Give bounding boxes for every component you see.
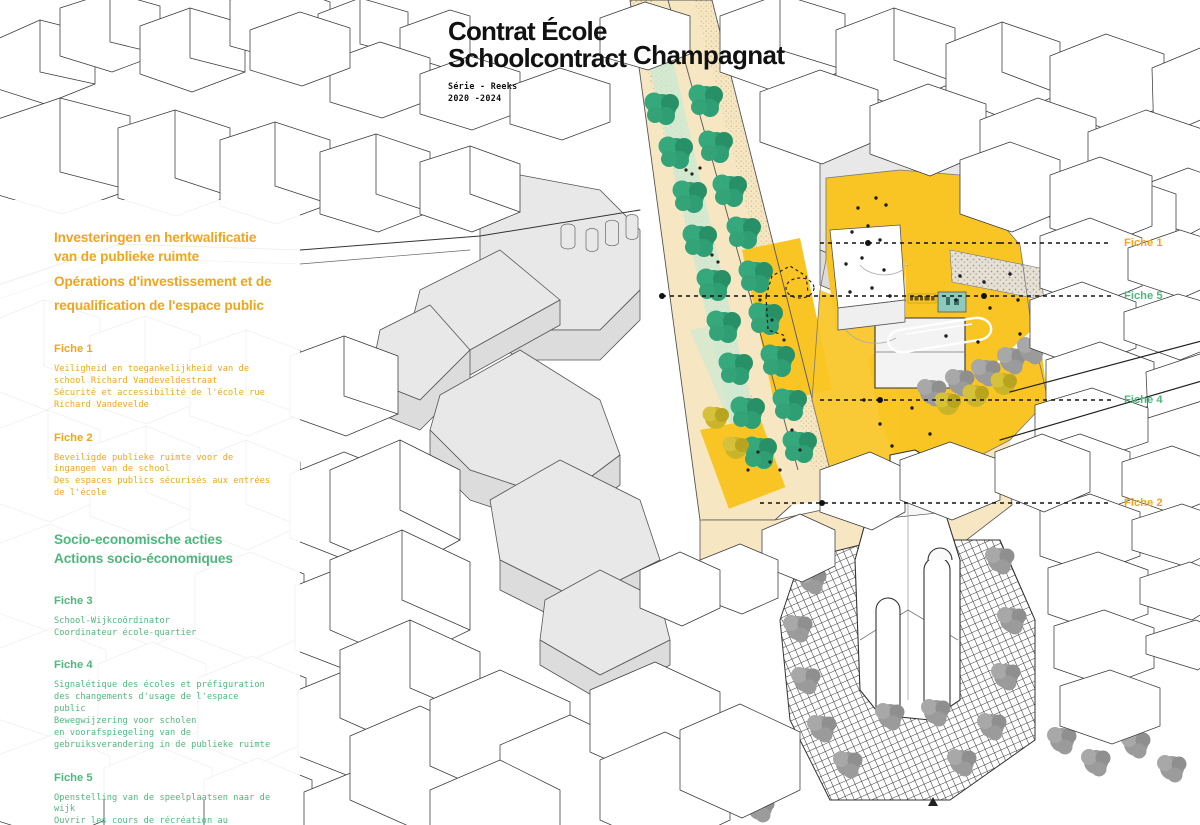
legend-section-investments: Investeringen en herkwalificatie van de … [54,228,284,500]
section-divider-space [54,500,284,530]
series-subtitle: Série - Reeks 2020 -2024 [448,81,626,105]
desc-line: Veiligheid en toegankelijkheid van de [54,364,250,375]
desc-line: wijk [54,804,76,815]
contract-title-line-2: Schoolcontract [448,43,627,74]
desc-line: des changements d'usage de l'espace [54,692,239,703]
legend-entry-fiche-1: Fiche 1 Veiligheid en toegankelijkheid v… [54,343,284,411]
desc-line: school Richard Vandeveldestraat [54,376,218,387]
fiche-2-description: Beveiligde publieke ruimte voor de ingan… [54,453,284,500]
desc-line: Sécurité et accessibilité de l'école rue [54,387,265,398]
heading-line: van de publieke ruimte [54,249,200,265]
contract-title: Contrat École Schoolcontract [448,16,627,74]
heading-line: Socio-economische acties [54,532,223,548]
fiche-2-title: Fiche 2 [54,431,93,444]
legend-sidebar: Investeringen en herkwalificatie van de … [0,200,300,825]
legend-section-socio: Socio-economische acties Actions socio-é… [54,530,284,825]
desc-line: Richard Vandevelde [54,399,149,410]
fiche-1-description: Veiligheid en toegankelijkheid van de sc… [54,364,284,411]
desc-line: Signalétique des écoles et préfiguration [54,680,265,691]
desc-line: public [54,704,86,715]
fiche-3-description: School-Wijkcoördinator Coordinateur écol… [54,616,284,640]
desc-line: Beveiligde publieke ruimte voor de [54,452,234,463]
fiche-4-description: Signalétique des écoles et préfiguration… [54,680,284,751]
desc-line: School-Wijkcoördinator [54,615,171,626]
section-heading-investments: Investeringen en herkwalificatie van de … [54,228,284,315]
series-years: 2020 -2024 [448,92,502,103]
fiche-5-title: Fiche 5 [54,771,93,784]
heading-line: Investeringen en herkwalificatie [54,230,257,245]
heading-line: Opérations d'investissement et de [54,273,272,289]
legend-entry-fiche-4: Fiche 4 Signalétique des écoles et préfi… [54,659,284,751]
legend-entry-fiche-5: Fiche 5 Openstelling van de speelplaatse… [54,772,284,825]
site-name-title: Champagnat [633,40,785,70]
map-callout-fiche-4: Fiche 4 [1124,394,1163,406]
fiche-4-title: Fiche 4 [54,659,93,672]
desc-line: en voorafspiegeling van de [54,727,192,738]
map-callout-fiche-2: Fiche 2 [1124,497,1163,509]
poster-header: Contrat École Schoolcontract Série - Ree… [448,16,627,105]
fiche-5-description: Openstelling van de speelplaatsen naar d… [54,793,284,825]
desc-line: ingangen van de school [54,464,171,475]
section-heading-socio: Socio-economische acties Actions socio-é… [54,530,284,569]
desc-line: gebruiksverandering in de publieke ruimt… [54,739,271,750]
map-callout-fiche-1: Fiche 1 [1124,237,1163,249]
fiche-1-title: Fiche 1 [54,343,93,356]
heading-line: requalification de l'espace public [54,297,264,313]
desc-line: Coordinateur école-quartier [54,627,197,638]
desc-line: Bewegwijzering voor scholen [54,715,197,726]
series-label: Série - Reeks [448,81,518,92]
desc-line: Des espaces publics sécurisés aux entrée… [54,476,271,487]
desc-line: Openstelling van de speelplaatsen naar d… [54,792,271,803]
desc-line: de l'école [54,488,107,499]
legend-entry-fiche-3: Fiche 3 School-Wijkcoördinator Coordinat… [54,595,284,640]
desc-line: Ouvrir les cours de récréation au [54,816,229,825]
fiche-3-title: Fiche 3 [54,594,93,607]
legend-entry-fiche-2: Fiche 2 Beveiligde publieke ruimte voor … [54,432,284,500]
heading-line: Actions socio-économiques [54,551,233,567]
contract-title-line-1: Contrat École [448,16,607,46]
map-callout-fiche-5: Fiche 5 [1124,290,1163,302]
